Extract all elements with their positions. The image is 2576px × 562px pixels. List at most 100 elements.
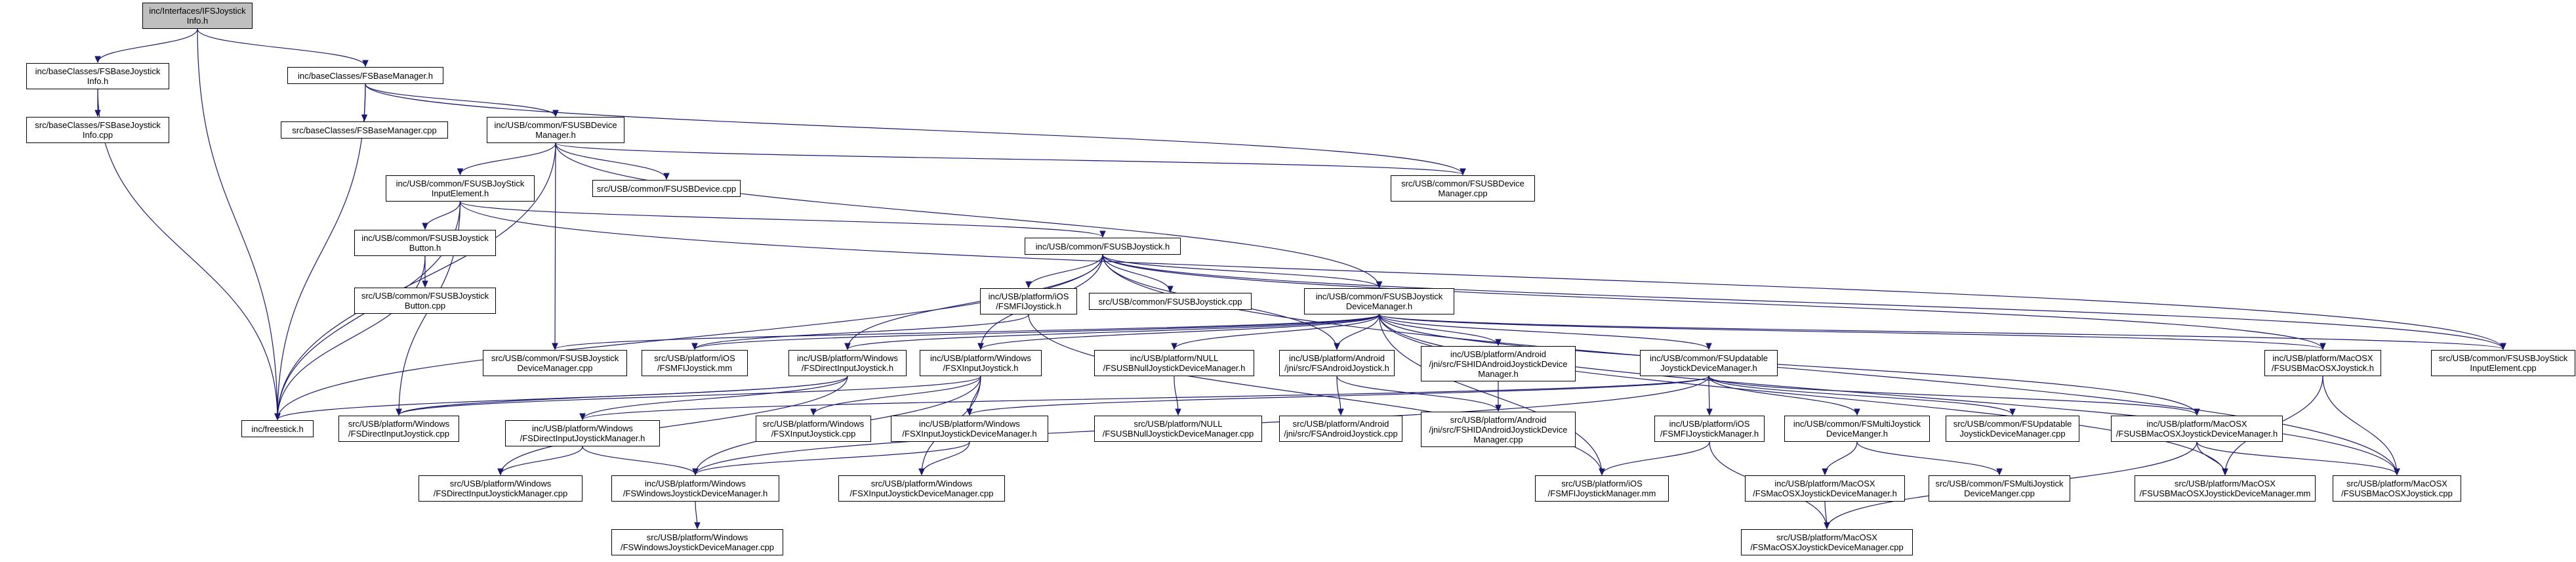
- node-fsdirectinputjoystick-cpp[interactable]: src/USB/platform/Windows /FSDirectInputJ…: [338, 416, 459, 442]
- node-fsmfijoystickmanager-mm[interactable]: src/USB/platform/iOS /FSMFIJoystickManag…: [1535, 475, 1669, 502]
- node-fsusbjoystickdevicemanager-h[interactable]: inc/USB/common/FSUSBJoystick DeviceManag…: [1304, 288, 1454, 314]
- node-fsusbdevice-cpp[interactable]: src/USB/common/FSUSBDevice.cpp: [592, 180, 741, 197]
- dependency-edge: [459, 201, 2506, 351]
- node-label: src/USB/platform/Windows /FSXInputJoysti…: [849, 479, 994, 498]
- node-label: src/USB/platform/NULL /FSUSBNullJoystick…: [1102, 419, 1254, 439]
- node-label: src/baseClasses/FSBaseJoystick Info.cpp: [35, 120, 161, 140]
- dependency-edge: [1171, 314, 1380, 351]
- node-fsusbmacosxjoystickdevicemanager-h[interactable]: inc/USB/platform/MacOSX /FSUSBMacOSXJoys…: [2111, 416, 2283, 442]
- node-fsbasemanager-h[interactable]: inc/baseClasses/FSBaseManager.h: [287, 67, 443, 84]
- node-label: inc/USB/platform/MacOSX /FSUSBMacOSXJoys…: [2271, 353, 2375, 373]
- dependency-edge: [497, 376, 848, 476]
- node-label: src/USB/common/FSMultiJoystick DeviceMan…: [1935, 479, 2064, 498]
- node-label: src/USB/platform/MacOSX /FSUSBMacOSXJoys…: [2139, 479, 2311, 498]
- node-fsdirectinputjoystick-h[interactable]: inc/USB/platform/Windows /FSDirectInputJ…: [788, 350, 907, 376]
- dependency-edge: [694, 501, 701, 530]
- node-label: src/USB/platform/Android /jni/src/FSAndr…: [1284, 419, 1398, 439]
- dependency-edge: [552, 314, 1380, 351]
- node-label: src/USB/common/FSUSBDevice Manager.cpp: [1401, 179, 1524, 198]
- node-fsmultijoystickdevicemanger-cpp[interactable]: src/USB/common/FSMultiJoystick DeviceMan…: [1929, 475, 2070, 502]
- node-fsusbjoystick-cpp[interactable]: src/USB/common/FSUSBJoystick.cpp: [1089, 293, 1252, 310]
- node-label: src/USB/platform/iOS /FSMFIJoystick.mm: [654, 353, 735, 373]
- dependency-edge: [2196, 441, 2228, 476]
- node-fsbasejoystickinfo-cpp[interactable]: src/baseClasses/FSBaseJoystick Info.cpp: [26, 117, 169, 143]
- node-fsxinputjoystick-cpp[interactable]: src/USB/platform/Windows /FSXInputJoysti…: [756, 416, 871, 442]
- node-fsusbdevicemanager-cpp[interactable]: src/USB/common/FSUSBDevice Manager.cpp: [1391, 175, 1535, 202]
- dependency-edge: [1378, 314, 1502, 347]
- node-fsmacosxjoystickdevicemanager-cpp[interactable]: src/USB/platform/MacOSX /FSMacOSXJoystic…: [1741, 529, 1913, 555]
- node-fsandroidjoystick-cpp[interactable]: src/USB/platform/Android /jni/src/FSAndr…: [1279, 416, 1402, 442]
- node-fshidandroidjoystickdevicemanager-h[interactable]: inc/USB/platform/Android /jni/src/FSHIDA…: [1421, 346, 1576, 381]
- node-label: src/USB/common/FSUSBJoyStick InputElemen…: [2438, 353, 2568, 373]
- dependency-edge: [2196, 441, 2400, 476]
- node-fsusbjoystickinputelement-h[interactable]: inc/USB/common/FSUSBJoyStick InputElemen…: [386, 175, 535, 202]
- node-fsmultijoystickdevicemanger-h[interactable]: inc/USB/common/FSMultiJoystick DeviceMan…: [1784, 416, 1930, 442]
- node-fsandroidjoystick-h[interactable]: inc/USB/platform/Android /jni/src/FSAndr…: [1279, 350, 1395, 376]
- dependency-edge: [396, 376, 848, 416]
- node-fsmfijoystick-h[interactable]: inc/USB/platform/iOS /FSMFIJoystick.h: [980, 288, 1077, 314]
- node-fsxinputjoystick-h[interactable]: inc/USB/platform/Windows /FSXInputJoysti…: [920, 350, 1042, 376]
- node-fsusbmacosxjoystick-h[interactable]: inc/USB/platform/MacOSX /FSUSBMacOSXJoys…: [2264, 350, 2381, 376]
- dependency-edge: [579, 376, 1709, 421]
- node-label: src/USB/common/FSUSBDevice.cpp: [596, 183, 737, 194]
- node-freestick-h[interactable]: inc/freestick.h: [241, 420, 314, 437]
- node-fsusbnulljoystickdevicemanager-cpp[interactable]: src/USB/platform/NULL /FSUSBNullJoystick…: [1094, 416, 1262, 442]
- dependency-edge: [579, 376, 848, 421]
- node-label: src/USB/platform/Windows /FSWindowsJoyst…: [620, 532, 775, 552]
- node-fsusbdevicemanager-h[interactable]: inc/USB/common/FSUSBDevice Manager.h: [487, 117, 624, 143]
- node-label: src/USB/common/FSUSBJoystick Button.cpp: [361, 291, 489, 311]
- node-fsbasejoystickinfo-h[interactable]: inc/baseClasses/FSBaseJoystick Info.h: [26, 63, 169, 89]
- dependency-edge: [97, 89, 281, 421]
- node-ifsjoystickinfo-h[interactable]: inc/Interfaces/IFSJoystick Info.h: [142, 3, 253, 29]
- dependency-edge: [582, 446, 699, 476]
- node-fsxinputjoystickdevicemanager-cpp[interactable]: src/USB/platform/Windows /FSXInputJoysti…: [838, 475, 1005, 502]
- node-fsbasemanager-cpp[interactable]: src/baseClasses/FSBaseManager.cpp: [281, 121, 448, 139]
- node-fswindowsjoystickdevicemanager-cpp[interactable]: src/USB/platform/Windows /FSWindowsJoyst…: [611, 529, 783, 555]
- dependency-edge: [1378, 314, 2326, 351]
- node-label: inc/USB/platform/Windows /FSWindowsJoyst…: [623, 479, 768, 498]
- dependency-edge: [274, 255, 426, 421]
- node-label: inc/USB/common/FSUpdatable JoystickDevic…: [1650, 353, 1768, 373]
- node-fsmacosxjoystickdevicemanager-h[interactable]: inc/USB/platform/MacOSX /FSMacOSXJoystic…: [1745, 475, 1905, 502]
- node-fsusbjoystickbutton-cpp[interactable]: src/USB/common/FSUSBJoystick Button.cpp: [354, 288, 496, 314]
- node-fswindowsjoystickdevicemanager-h[interactable]: inc/USB/platform/Windows /FSWindowsJoyst…: [611, 475, 779, 502]
- dependency-edge: [810, 376, 981, 416]
- dependency-edge: [1378, 314, 2506, 351]
- node-fsusbnulljoystickdevicemanager-h[interactable]: inc/USB/platform/NULL /FSUSBNullJoystick…: [1094, 350, 1254, 376]
- node-label: inc/USB/platform/Windows /FSXInputJoysti…: [930, 353, 1031, 373]
- node-fsupdatablejoystickdevicemanager-cpp[interactable]: src/USB/common/FSUpdatable JoystickDevic…: [1946, 416, 2079, 442]
- dependency-edge: [1174, 376, 1181, 416]
- node-fsusbjoystickdevicemanager-cpp[interactable]: src/USB/common/FSUSBJoystick DeviceManag…: [483, 350, 627, 376]
- dependency-edge: [1102, 254, 1174, 293]
- node-label: src/USB/platform/Windows /FSDirectInputJ…: [433, 479, 568, 498]
- node-fsusbmacosxjoystick-cpp[interactable]: src/USB/platform/MacOSX /FSUSBMacOSXJoys…: [2333, 475, 2461, 502]
- dependency-edge: [396, 376, 981, 416]
- node-label: inc/USB/platform/Windows /FSXInputJoysti…: [902, 419, 1037, 439]
- node-fsdirectinputjoystickmanager-cpp[interactable]: src/USB/platform/Windows /FSDirectInputJ…: [419, 475, 583, 502]
- dependency-edge: [555, 142, 1466, 176]
- node-fsupdatablejoystickdevicemanager-h[interactable]: inc/USB/common/FSUpdatable JoystickDevic…: [1640, 350, 1778, 376]
- dependency-edge: [274, 83, 366, 421]
- node-fsmfijoystick-mm[interactable]: src/USB/platform/iOS /FSMFIJoystick.mm: [642, 350, 748, 376]
- node-label: inc/USB/common/FSUSBJoystick.h: [1035, 241, 1170, 251]
- node-label: src/USB/common/FSUSBJoystick.cpp: [1098, 296, 1242, 307]
- node-fsusbjoystickbutton-h[interactable]: inc/USB/common/FSUSBJoystick Button.h: [354, 230, 496, 256]
- node-label: inc/baseClasses/FSBaseJoystick Info.h: [35, 66, 161, 86]
- node-fsusbjoystickinputelement-cpp[interactable]: src/USB/common/FSUSBJoyStick InputElemen…: [2431, 350, 2575, 376]
- node-fshidandroidjoystickdevicemanager-cpp[interactable]: src/USB/platform/Android /jni/src/FSHIDA…: [1421, 412, 1576, 447]
- dependency-edge: [1824, 501, 1830, 530]
- node-fsxinputjoystickdevicemanager-h[interactable]: inc/USB/platform/Windows /FSXInputJoysti…: [891, 416, 1048, 442]
- node-fsusbmacosxjoystickdevicemanager-mm[interactable]: src/USB/platform/MacOSX /FSUSBMacOSXJoys…: [2135, 475, 2316, 502]
- node-label: src/USB/common/FSUSBJoystick DeviceManag…: [491, 353, 619, 373]
- node-fsmfijoystickmanager-h[interactable]: inc/USB/platform/iOS /FSMFIJoystickManag…: [1654, 416, 1765, 442]
- dependency-edge: [94, 28, 198, 64]
- node-label: inc/USB/platform/iOS /FSMFIJoystickManag…: [1660, 419, 1759, 439]
- node-label: inc/USB/platform/NULL /FSUSBNullJoystick…: [1103, 353, 1246, 373]
- node-label: inc/USB/platform/Android /jni/src/FSAndr…: [1284, 353, 1389, 373]
- dependency-edge: [274, 142, 556, 421]
- dependency-edge: [918, 441, 970, 476]
- node-fsusbjoystick-h[interactable]: inc/USB/common/FSUSBJoystick.h: [1025, 238, 1181, 255]
- dependency-edge: [1378, 314, 1605, 476]
- dependency-edge: [197, 28, 281, 421]
- node-fsdirectinputjoystickmanager-h[interactable]: inc/USB/platform/Windows /FSDirectInputJ…: [505, 420, 660, 446]
